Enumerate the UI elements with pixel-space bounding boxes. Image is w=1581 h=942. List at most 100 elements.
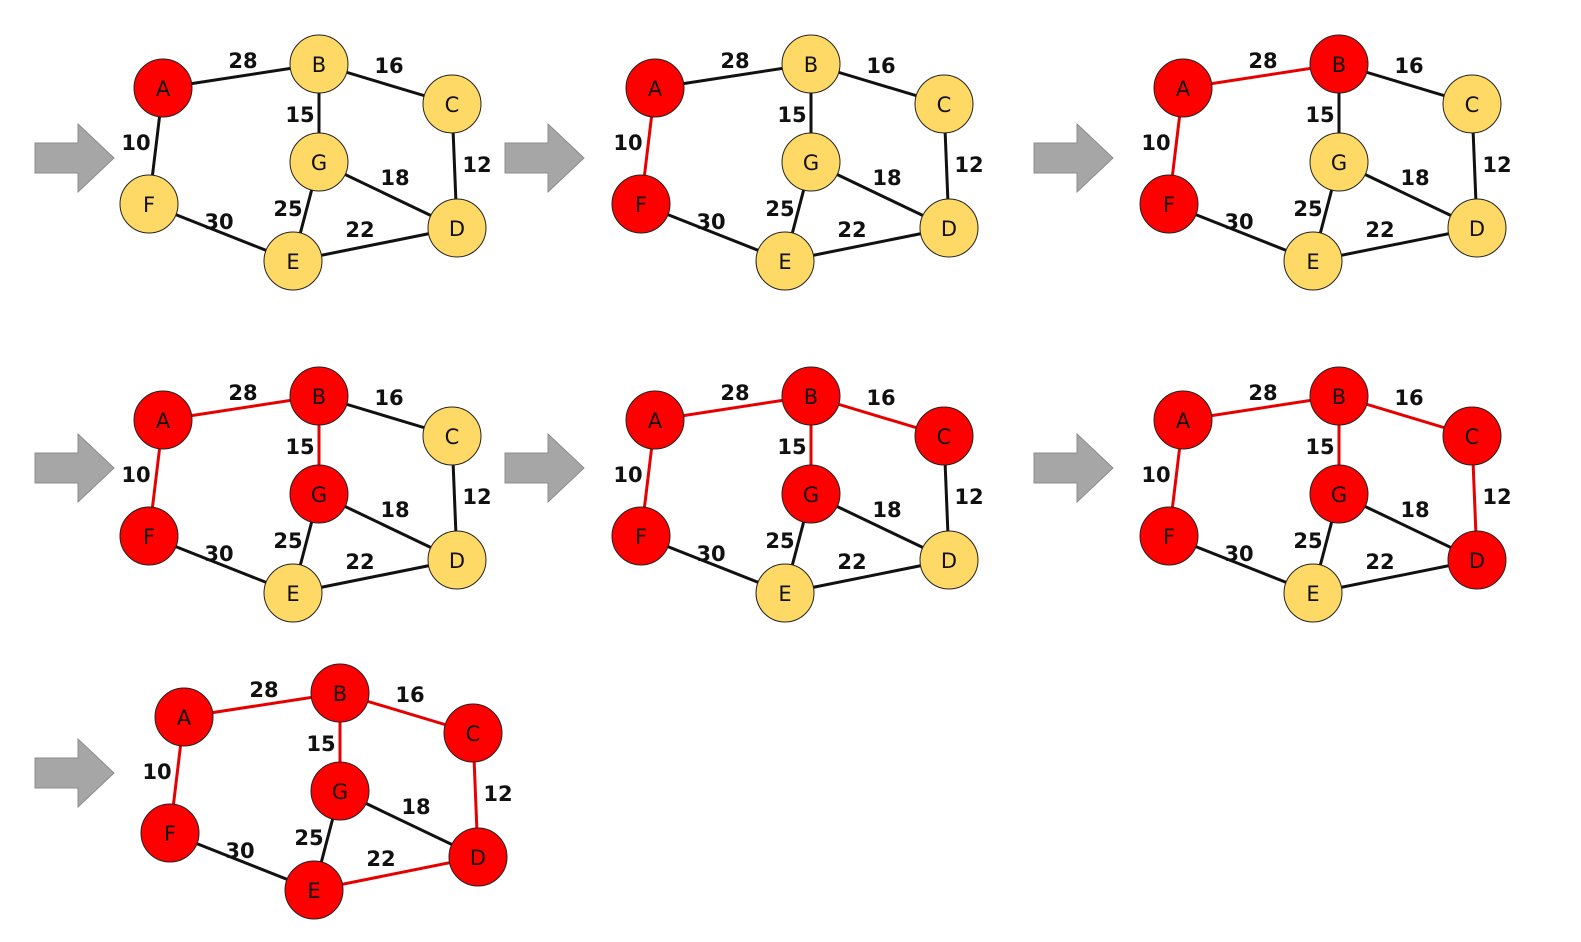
node-label: D	[470, 846, 486, 870]
node-label: D	[449, 217, 465, 241]
step-arrow-icon	[1033, 122, 1114, 194]
edge-weight-a-f: 10	[1141, 131, 1170, 155]
node-b: B	[1309, 34, 1369, 94]
node-circle	[119, 174, 179, 234]
node-label: E	[286, 250, 299, 274]
node-circle	[310, 663, 370, 723]
node-circle	[1442, 74, 1502, 134]
edge-weight-b-g: 15	[285, 435, 314, 459]
node-circle	[263, 231, 323, 291]
node-circle	[611, 174, 671, 234]
node-circle	[919, 530, 979, 590]
node-c: C	[914, 74, 974, 134]
step-arrow-icon	[34, 432, 115, 504]
edge-weight-b-g: 15	[1305, 435, 1334, 459]
node-label: D	[941, 549, 957, 573]
node-circle	[755, 563, 815, 623]
node-g: G	[1309, 464, 1369, 524]
edge-weight-e-d: 22	[366, 847, 395, 871]
node-e: E	[755, 231, 815, 291]
edge-weight-f-e: 30	[1224, 542, 1253, 566]
node-g: G	[781, 464, 841, 524]
edge-weight-f-e: 30	[1224, 210, 1253, 234]
node-b: B	[289, 366, 349, 426]
node-d: D	[1447, 198, 1507, 258]
node-label: B	[1332, 53, 1346, 77]
edge-weight-e-d: 22	[837, 550, 866, 574]
edge-weight-g-d: 18	[872, 498, 901, 522]
node-g: G	[289, 132, 349, 192]
node-label: E	[778, 582, 791, 606]
node-label: G	[311, 483, 327, 507]
node-circle	[1309, 366, 1369, 426]
edge-weight-f-e: 30	[696, 542, 725, 566]
node-f: F	[1139, 506, 1199, 566]
node-b: B	[289, 34, 349, 94]
edge-weight-a-b: 28	[249, 678, 278, 702]
node-label: C	[445, 425, 460, 449]
edge-weight-g-d: 18	[401, 795, 430, 819]
edge-weight-b-g: 15	[777, 435, 806, 459]
node-circle	[1283, 563, 1343, 623]
node-label: F	[635, 193, 647, 217]
edge-weight-a-b: 28	[228, 381, 257, 405]
edge-weight-g-e: 25	[1293, 529, 1322, 553]
node-d: D	[919, 530, 979, 590]
edge-weight-b-c: 16	[374, 54, 403, 78]
node-label: D	[1469, 549, 1485, 573]
node-g: G	[310, 761, 370, 821]
edge-weight-c-d: 12	[483, 782, 512, 806]
edge-weight-g-e: 25	[273, 529, 302, 553]
node-label: B	[804, 53, 818, 77]
node-d: D	[919, 198, 979, 258]
edge-weight-c-d: 12	[1482, 485, 1511, 509]
node-label: B	[804, 385, 818, 409]
node-a: A	[625, 58, 685, 118]
edge-weight-f-e: 30	[225, 839, 254, 863]
node-g: G	[289, 464, 349, 524]
node-label: G	[1331, 151, 1347, 175]
node-circle	[625, 58, 685, 118]
node-circle	[427, 530, 487, 590]
node-circle	[119, 506, 179, 566]
edge-weight-a-b: 28	[720, 381, 749, 405]
node-label: B	[1332, 385, 1346, 409]
node-label: E	[1306, 582, 1319, 606]
edge-weight-f-e: 30	[204, 210, 233, 234]
edge-weight-g-e: 25	[294, 826, 323, 850]
node-label: A	[177, 706, 192, 730]
edge-weight-b-c: 16	[1394, 54, 1423, 78]
edge-weight-b-c: 16	[374, 386, 403, 410]
node-circle	[140, 803, 200, 863]
node-label: C	[937, 425, 952, 449]
node-a: A	[625, 390, 685, 450]
node-c: C	[1442, 74, 1502, 134]
node-label: C	[1465, 425, 1480, 449]
node-d: D	[427, 530, 487, 590]
node-circle	[284, 860, 344, 920]
node-circle	[1153, 58, 1213, 118]
node-label: D	[1469, 217, 1485, 241]
node-circle	[755, 231, 815, 291]
node-label: A	[156, 77, 171, 101]
node-label: G	[311, 151, 327, 175]
node-circle	[1139, 506, 1199, 566]
edge-weight-c-d: 12	[954, 485, 983, 509]
node-label: F	[164, 822, 176, 846]
node-circle	[289, 132, 349, 192]
node-circle	[310, 761, 370, 821]
edge-weight-b-c: 16	[395, 683, 424, 707]
node-label: D	[941, 217, 957, 241]
node-d: D	[427, 198, 487, 258]
node-f: F	[119, 174, 179, 234]
edge-weight-e-d: 22	[1365, 218, 1394, 242]
node-c: C	[422, 74, 482, 134]
edge-weight-b-c: 16	[866, 54, 895, 78]
edge-weight-a-f: 10	[121, 131, 150, 155]
node-label: E	[307, 879, 320, 903]
node-label: E	[286, 582, 299, 606]
